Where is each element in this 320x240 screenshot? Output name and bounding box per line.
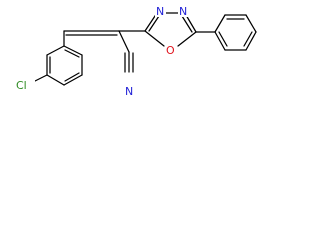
bond xyxy=(181,15,193,33)
bond xyxy=(64,72,80,82)
bond xyxy=(214,31,226,51)
oxadiazole-n3-label: N xyxy=(156,5,164,18)
oxygen-label: O xyxy=(166,44,175,57)
bond xyxy=(118,30,130,53)
bond xyxy=(148,15,160,32)
bond xyxy=(46,45,65,56)
bond xyxy=(177,31,197,47)
bond xyxy=(64,49,80,58)
bond xyxy=(34,74,48,82)
molecule-structure: Cl N O N N xyxy=(15,4,257,98)
bond xyxy=(144,30,165,47)
bond xyxy=(218,31,228,47)
bond xyxy=(245,31,257,51)
bond xyxy=(63,45,83,56)
bond xyxy=(46,74,65,86)
bonds xyxy=(34,12,257,86)
bond xyxy=(63,74,83,86)
chlorine-label: Cl xyxy=(16,79,27,92)
bond xyxy=(243,31,253,47)
bond xyxy=(185,14,197,33)
nitrile-nitrogen-label: N xyxy=(125,85,133,98)
bond xyxy=(245,14,257,33)
oxadiazole-n4-label: N xyxy=(179,5,187,18)
bond xyxy=(214,14,226,33)
atom-labels: Cl N O N N xyxy=(15,4,189,98)
